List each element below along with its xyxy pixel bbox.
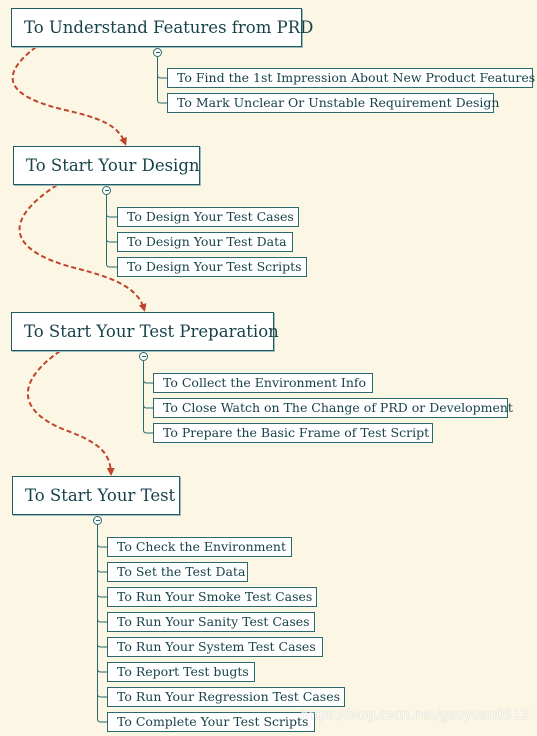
task-node[interactable]: To Design Your Test Cases bbox=[117, 207, 299, 227]
task-node[interactable]: To Report Test bugts bbox=[107, 662, 255, 682]
tree-connector-line bbox=[97, 525, 107, 723]
task-node[interactable]: To Complete Your Test Scripts bbox=[107, 712, 315, 732]
task-node[interactable]: To Collect the Environment Info bbox=[153, 373, 373, 393]
task-node[interactable]: To Design Your Test Scripts bbox=[117, 257, 307, 277]
collapse-toggle-icon[interactable] bbox=[93, 516, 102, 525]
flow-arrow-icon bbox=[18, 184, 147, 312]
task-node[interactable]: To Set the Test Data bbox=[107, 562, 248, 582]
tree-connector-line bbox=[157, 57, 167, 104]
flow-arrow-icon bbox=[11, 46, 127, 146]
tree-connector-line bbox=[106, 195, 117, 268]
tree-connector-line bbox=[143, 361, 153, 434]
task-node[interactable]: To Design Your Test Data bbox=[117, 232, 293, 252]
section-title-start-test[interactable]: To Start Your Test bbox=[12, 476, 180, 515]
collapse-toggle-icon[interactable] bbox=[139, 352, 148, 361]
collapse-toggle-icon[interactable] bbox=[102, 186, 111, 195]
task-node[interactable]: To Check the Environment bbox=[107, 537, 292, 557]
task-node[interactable]: To Mark Unclear Or Unstable Requirement … bbox=[167, 93, 499, 113]
task-node[interactable]: To Run Your Regression Test Cases bbox=[107, 687, 345, 707]
section-title-test-preparation[interactable]: To Start Your Test Preparation bbox=[11, 312, 279, 351]
task-node[interactable]: To Run Your Sanity Test Cases bbox=[107, 612, 315, 632]
task-node[interactable]: To Find the 1st Impression About New Pro… bbox=[167, 68, 535, 88]
task-node[interactable]: To Run Your System Test Cases bbox=[107, 637, 323, 657]
task-node[interactable]: To Prepare the Basic Frame of Test Scrip… bbox=[153, 423, 433, 443]
section-title-understand-prd[interactable]: To Understand Features from PRD bbox=[11, 8, 313, 47]
section-title-start-design[interactable]: To Start Your Design bbox=[13, 146, 200, 185]
collapse-toggle-icon[interactable] bbox=[153, 48, 162, 57]
watermark-text: https://blog.csdn.net/gaoyuan0512 bbox=[300, 708, 529, 723]
task-node[interactable]: To Run Your Smoke Test Cases bbox=[107, 587, 317, 607]
flow-arrow-icon bbox=[27, 350, 115, 476]
task-node[interactable]: To Close Watch on The Change of PRD or D… bbox=[153, 398, 513, 418]
